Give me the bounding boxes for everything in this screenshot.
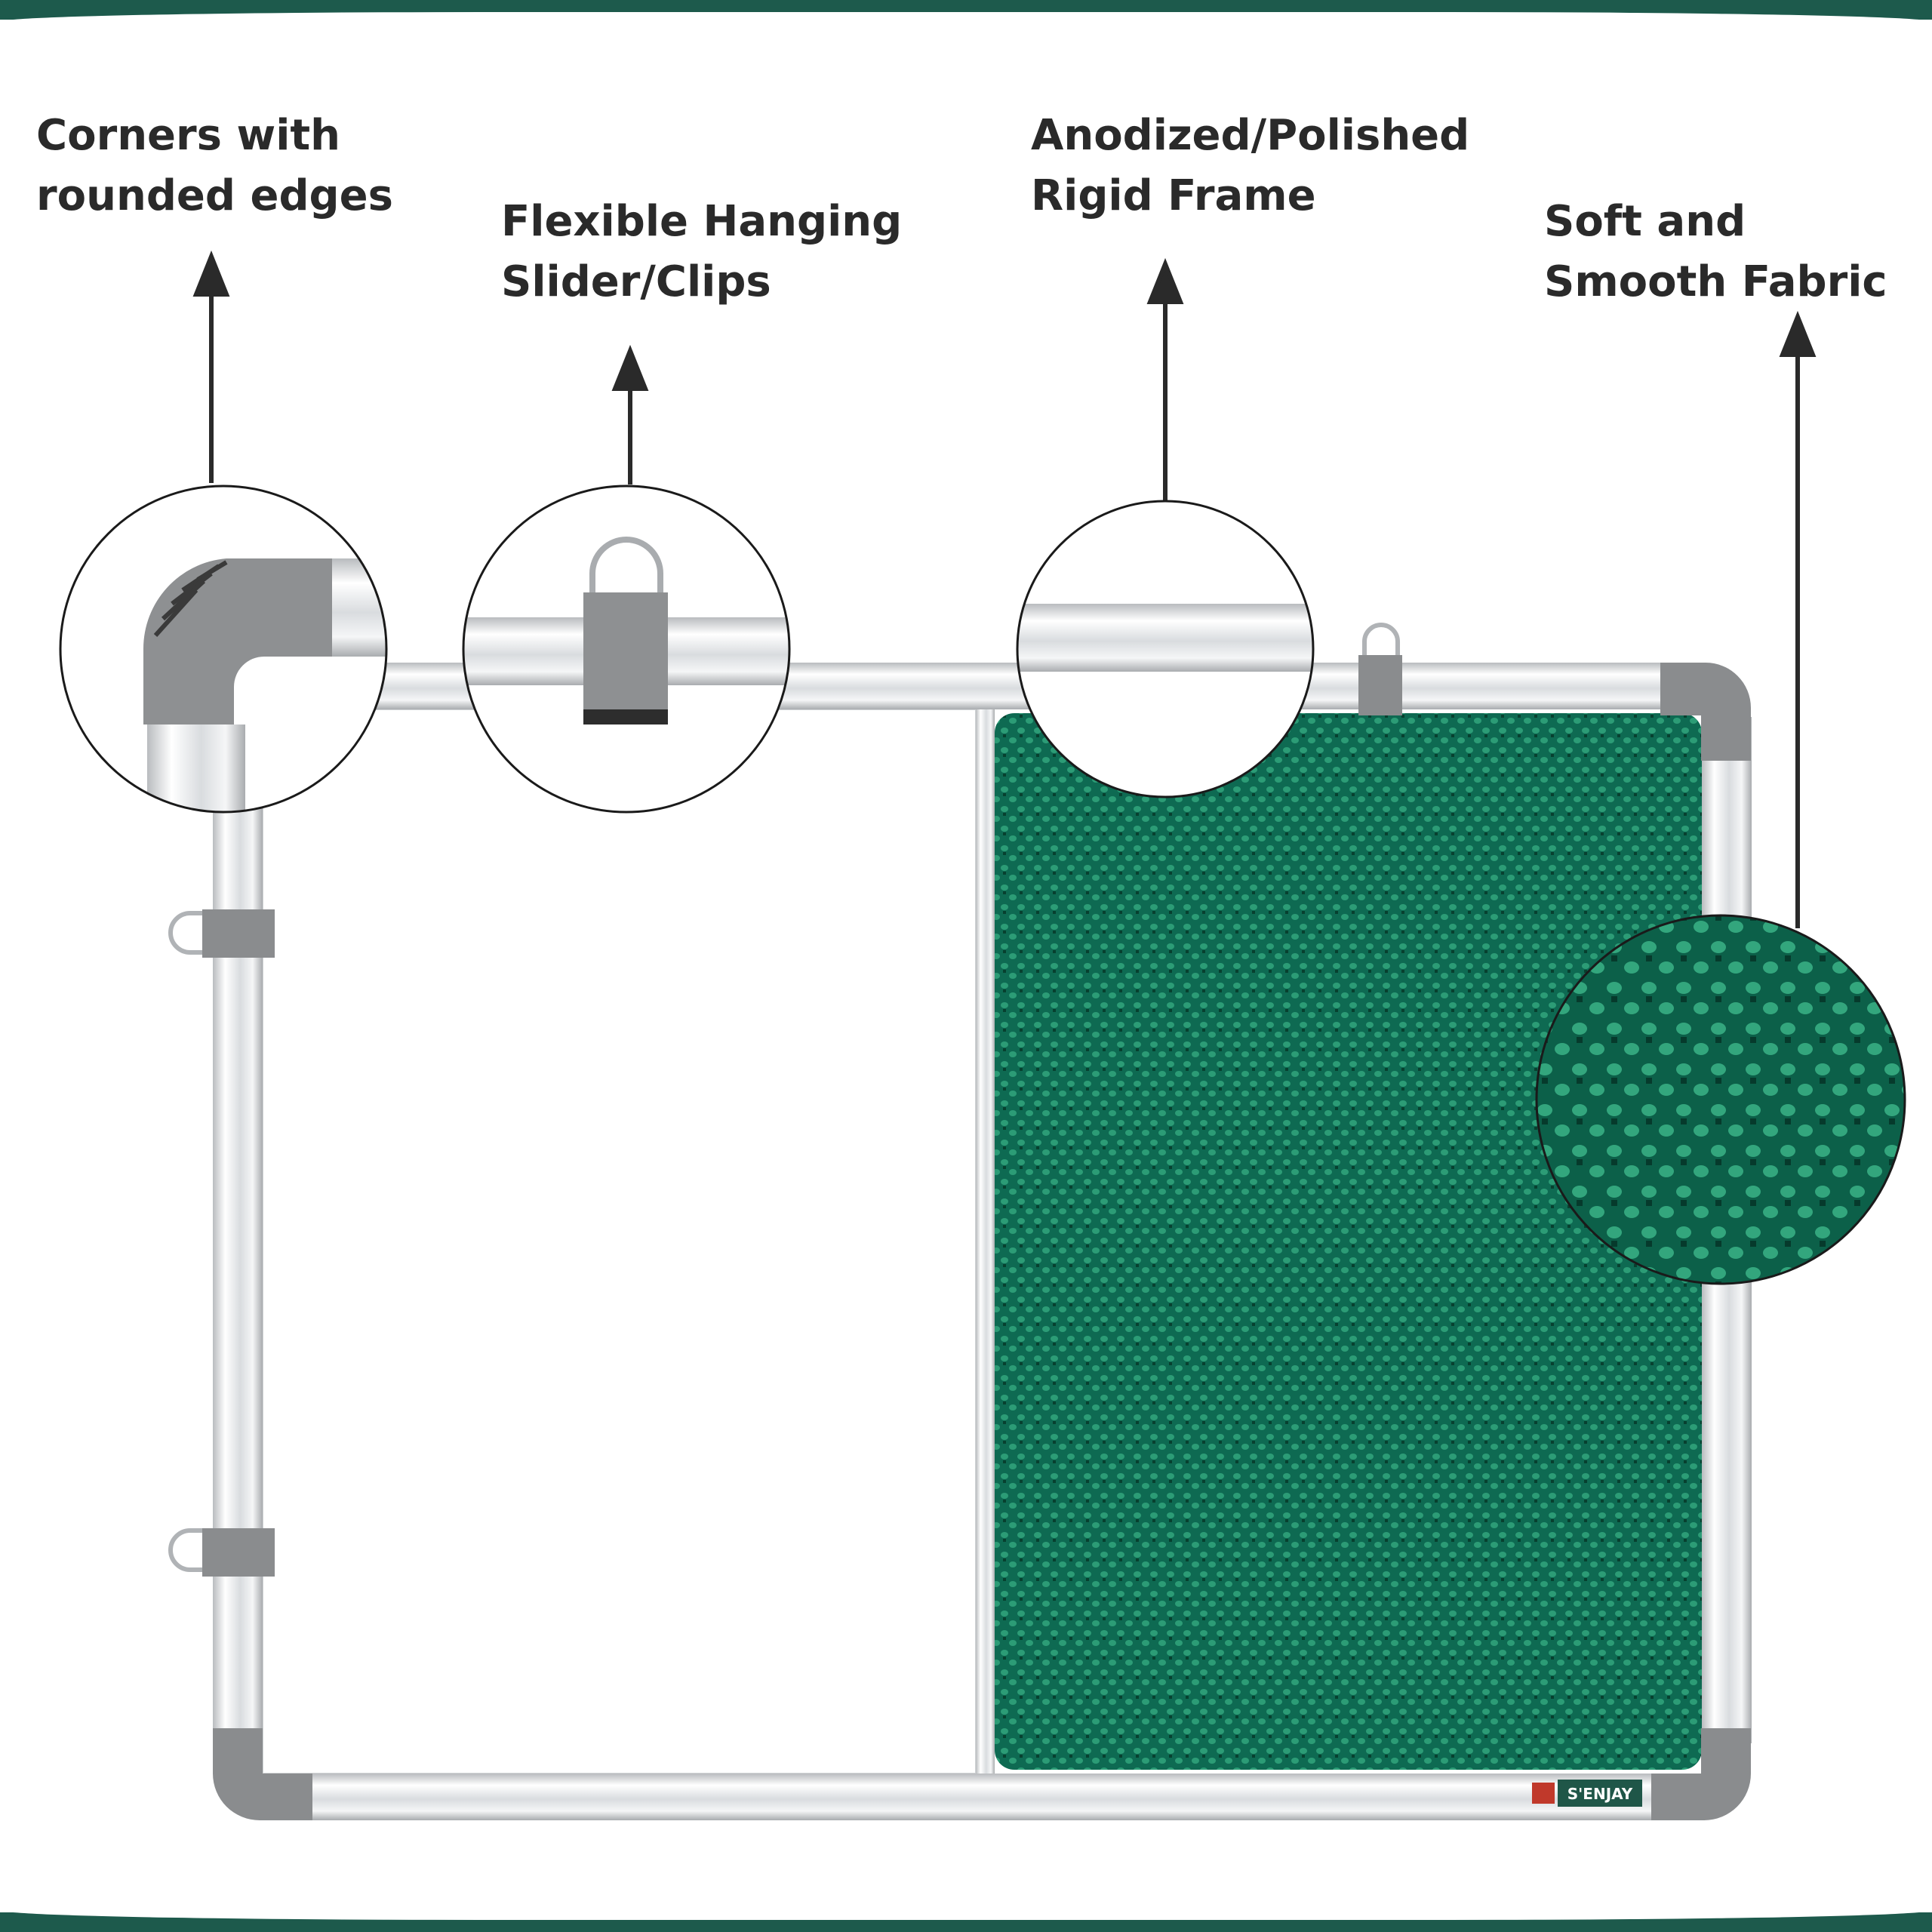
- bottom-band: [0, 1900, 1932, 1932]
- callout-corners: Corners with rounded edges: [36, 106, 393, 226]
- zoom-circle-fabric: [1535, 914, 1906, 1285]
- brand-logo-text: S'ENJAY: [1567, 1785, 1633, 1803]
- corner-cap: [213, 663, 1751, 1820]
- callout-slider: Flexible Hanging Slider/Clips: [501, 192, 902, 312]
- bottom-frame-rail: [302, 1774, 1675, 1820]
- display-board: S'ENJAY: [168, 623, 1752, 1820]
- callout-slider-line-2: Slider/Clips: [501, 257, 771, 306]
- center-divider: [976, 709, 995, 1774]
- callout-frame-line-1: Anodized/Polished: [1031, 111, 1470, 160]
- zoom-circle-slider: [462, 485, 791, 814]
- left-frame-rail: [213, 717, 263, 1743]
- arrow-up-icon: [192, 250, 230, 483]
- callout-fabric: Soft and Smooth Fabric: [1544, 192, 1887, 312]
- arrow-up-icon: [1779, 310, 1817, 928]
- hanging-clip: [168, 909, 275, 958]
- hanging-clip: [168, 1528, 275, 1577]
- callout-corners-line-2: rounded edges: [36, 171, 393, 220]
- hanging-clip: [1358, 623, 1402, 715]
- callout-corners-line-1: Corners with: [36, 111, 341, 160]
- arrow-up-icon: [611, 344, 649, 485]
- callout-fabric-line-1: Soft and: [1544, 197, 1746, 246]
- zoom-circle-corner: [59, 485, 388, 814]
- brand-logo-icon: S'ENJAY: [1532, 1780, 1642, 1807]
- callout-frame: Anodized/Polished Rigid Frame: [1031, 106, 1469, 226]
- callout-frame-line-2: Rigid Frame: [1031, 171, 1316, 220]
- top-band: [0, 0, 1932, 32]
- callout-slider-line-1: Flexible Hanging: [501, 197, 903, 246]
- arrow-up-icon: [1146, 257, 1184, 507]
- fabric-panel: [995, 713, 1702, 1770]
- whiteboard-panel: [262, 709, 977, 1774]
- callout-fabric-line-2: Smooth Fabric: [1544, 257, 1887, 306]
- zoom-circle-frame: [1016, 500, 1315, 798]
